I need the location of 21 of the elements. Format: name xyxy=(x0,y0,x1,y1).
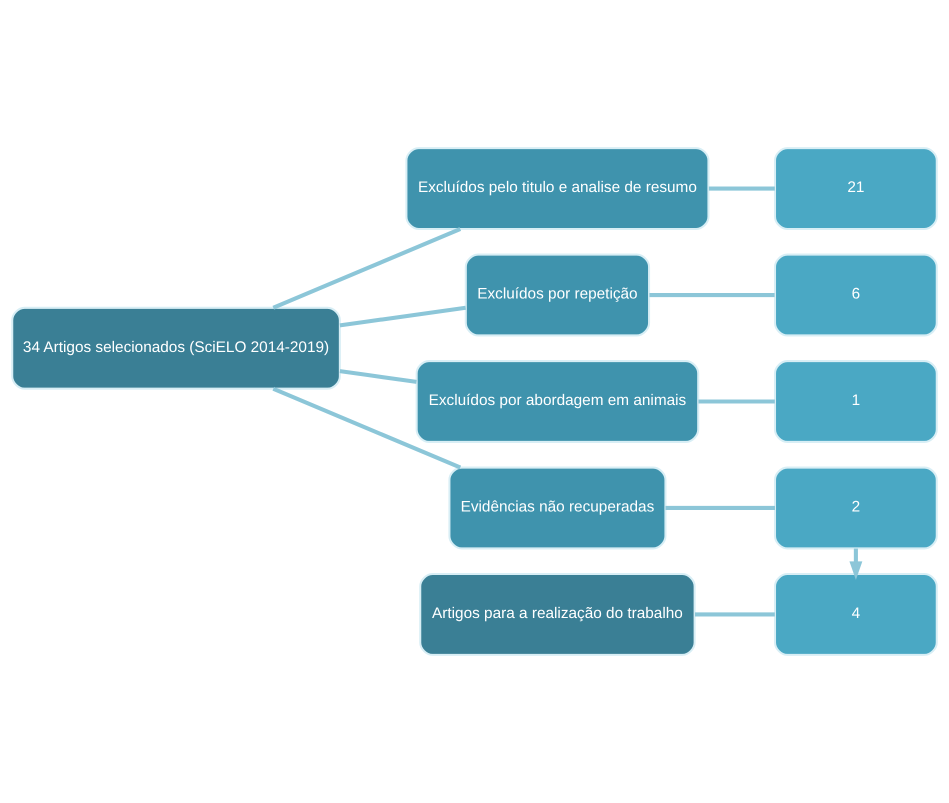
connector xyxy=(694,612,775,616)
node-box: 2 xyxy=(774,466,938,550)
node-box: 6 xyxy=(774,254,938,336)
node-box: 1 xyxy=(774,360,938,443)
connector xyxy=(698,399,775,404)
node-box: Evidências não recuperadas xyxy=(448,466,666,550)
node-box: 21 xyxy=(774,147,938,230)
node-box: Excluídos por abordagem em animais xyxy=(416,360,700,443)
node-box: 34 Artigos selecionados (SciELO 2014-2019) xyxy=(11,306,341,390)
connector xyxy=(272,227,462,310)
connector xyxy=(340,369,417,384)
node-box: Excluídos por repetição xyxy=(464,254,650,336)
connector xyxy=(649,292,775,298)
connector xyxy=(665,506,775,510)
arrow xyxy=(849,548,862,580)
connector xyxy=(272,386,462,470)
connector xyxy=(708,186,775,191)
node-box: Artigos para a realização do trabalho xyxy=(419,573,696,656)
connector xyxy=(340,306,466,328)
node-box: 4 xyxy=(774,573,938,656)
node-box: Excluídos pelo titulo e analise de resumo xyxy=(405,147,710,230)
